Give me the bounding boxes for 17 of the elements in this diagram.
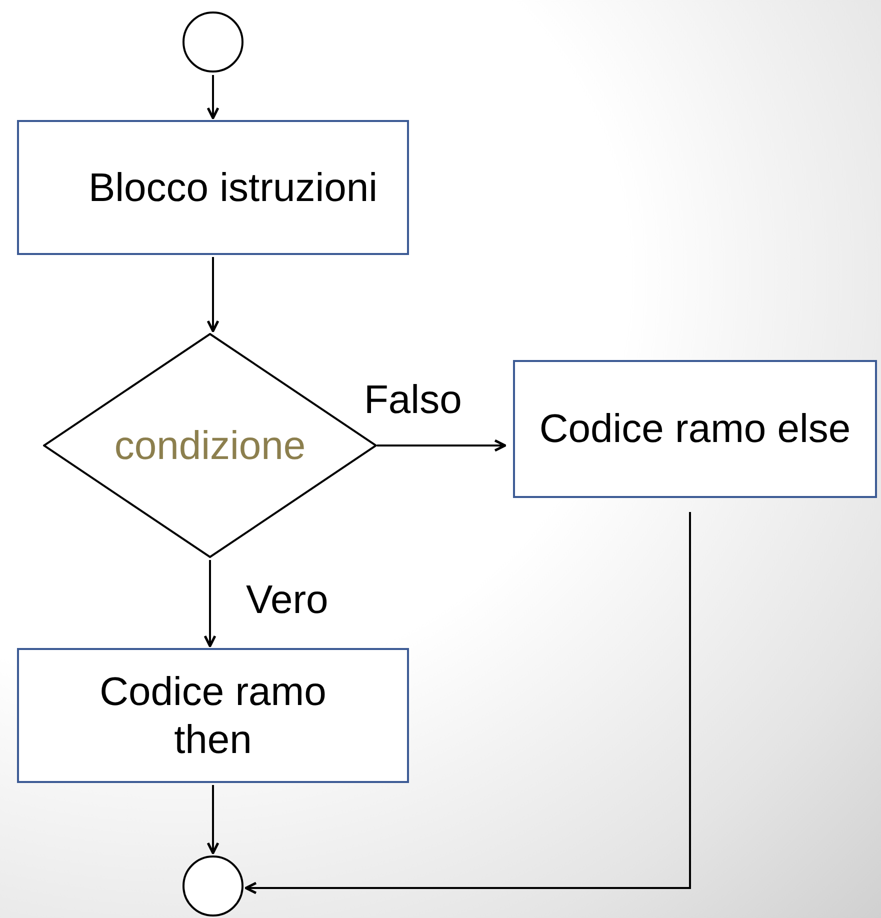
- arrow: [377, 439, 506, 452]
- process-box: [17, 120, 409, 255]
- edge-label: Falso: [364, 378, 462, 423]
- condition-text: condizione: [114, 422, 306, 470]
- arrow: [204, 560, 216, 648]
- arrow: [206, 75, 220, 120]
- box-text: Blocco istruzioni: [88, 164, 378, 212]
- box-text: Codice ramo then: [98, 668, 328, 764]
- process-box: [513, 360, 877, 498]
- terminal-circle: [182, 855, 244, 917]
- arrow: [206, 785, 220, 854]
- arrow: [244, 512, 691, 894]
- arrow: [206, 257, 220, 332]
- terminal-circle: [182, 11, 244, 73]
- process-box: [17, 648, 409, 783]
- edge-label: Vero: [246, 578, 328, 623]
- box-text: Codice ramo else: [539, 406, 851, 453]
